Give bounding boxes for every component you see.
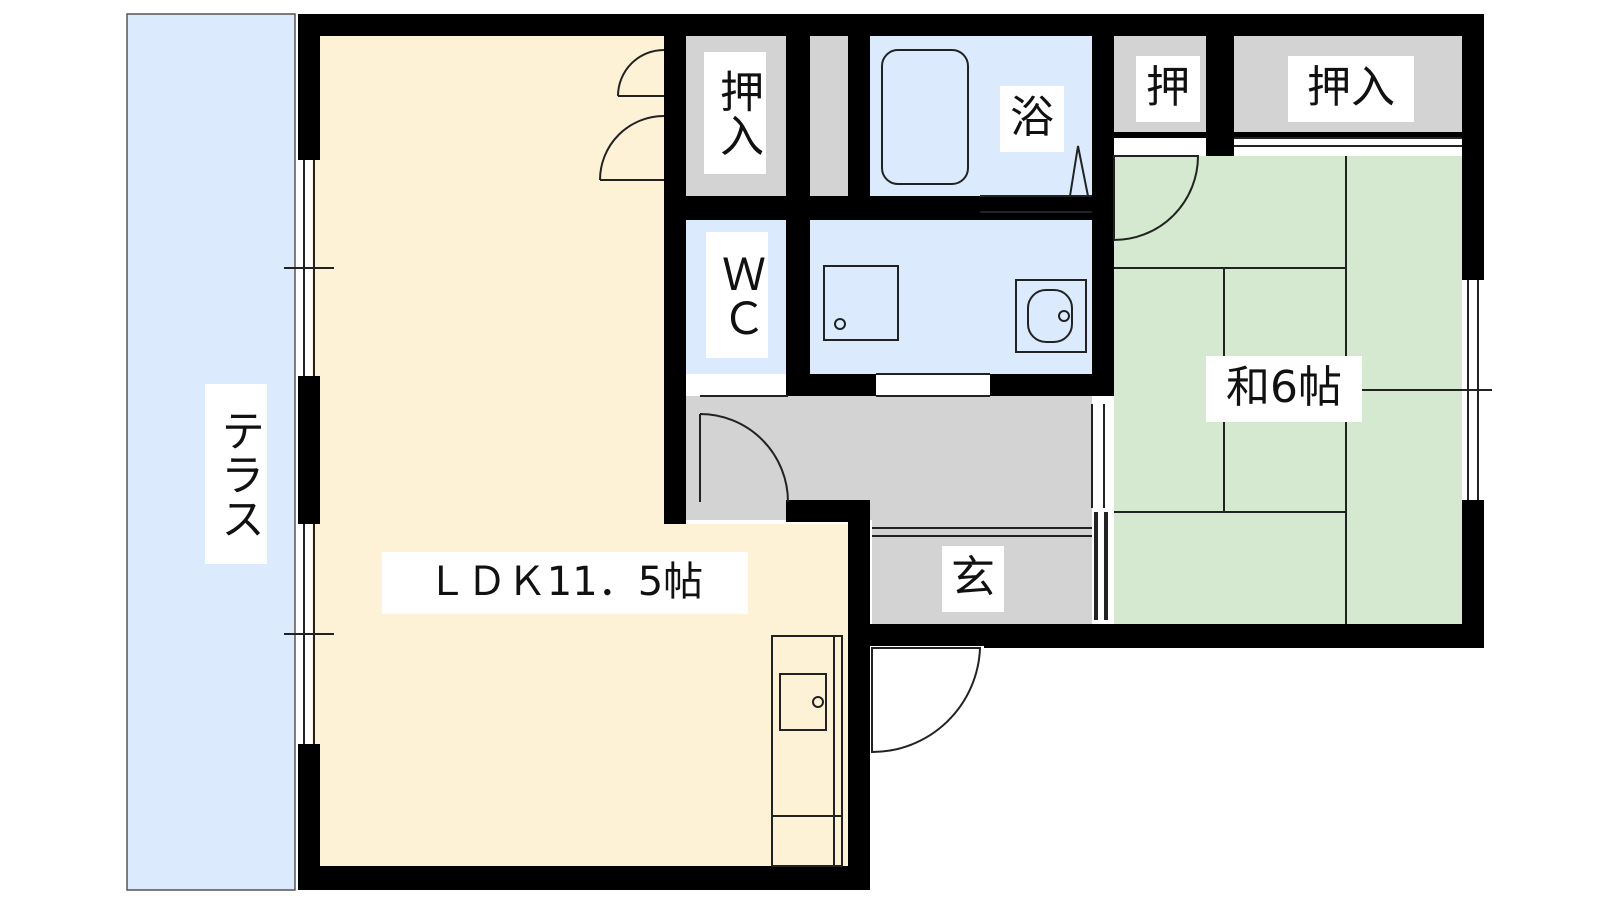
- pipe-space-area: [810, 36, 848, 196]
- walls: [298, 14, 1484, 890]
- fixtures: [771, 49, 1087, 867]
- bathtub: [881, 49, 969, 185]
- washbasin: [1015, 279, 1087, 353]
- washitsu-label: 和6帖: [1226, 362, 1342, 413]
- ldk-area: [312, 36, 848, 866]
- genkan-label: 玄: [951, 552, 995, 603]
- closet-left-label: 押入: [712, 69, 763, 157]
- closet-right-label: 押入: [1307, 62, 1395, 113]
- hall-area: [686, 396, 1092, 520]
- ldk-label: ＬＤＫ11．5帖: [427, 559, 703, 605]
- kitchen-counter: [771, 635, 843, 867]
- closet-small-label: 押: [1146, 62, 1190, 113]
- bath-label: 浴: [1010, 92, 1054, 143]
- kitchen-sink: [779, 673, 827, 731]
- washroom-area: [810, 220, 1092, 374]
- wc-label: ＷＣ: [714, 252, 765, 340]
- terrace-label: テラス: [213, 408, 264, 540]
- washing-machine: [823, 265, 899, 341]
- doors: [599, 49, 1200, 754]
- label-backgrounds: [205, 52, 1414, 614]
- windows: [284, 137, 1492, 744]
